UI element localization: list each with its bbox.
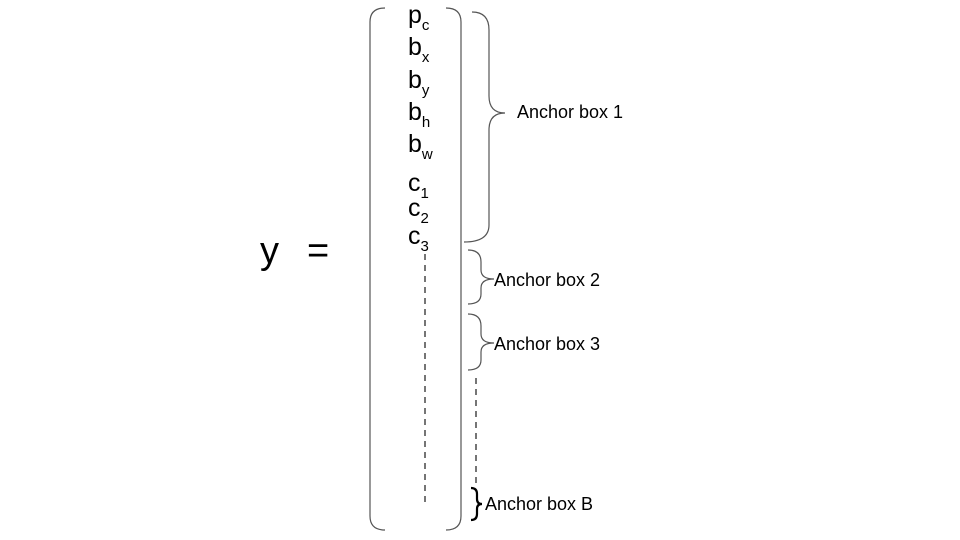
output-variable-y: y	[260, 230, 279, 272]
vector-entry-bw: bw	[408, 130, 433, 163]
anchor-box-b-brace	[470, 486, 483, 522]
anchor-box-2-brace	[467, 249, 495, 305]
anchor-box-3-label: Anchor box 3	[494, 334, 601, 354]
right-bracket	[445, 7, 462, 531]
anchor-box-1-label: Anchor box 1	[517, 102, 624, 122]
vector-entry-c2: c2	[408, 194, 429, 227]
vector-entry-pc: pc	[408, 1, 430, 34]
left-bracket	[369, 7, 386, 531]
anchor-box-3-brace	[467, 313, 495, 371]
equals-sign: =	[307, 230, 330, 272]
anchor-box-1-brace	[463, 11, 506, 243]
vector-entry-bh: bh	[408, 98, 431, 131]
anchor-box-2-label: Anchor box 2	[494, 270, 601, 290]
vector-entry-c1: c1	[408, 169, 429, 202]
vector-entry-by: by	[408, 66, 430, 99]
vector-entry-c3: c3	[408, 222, 429, 255]
vector-entry-bx: bx	[408, 33, 430, 66]
anchor-box-b-label: Anchor box B	[485, 494, 594, 514]
